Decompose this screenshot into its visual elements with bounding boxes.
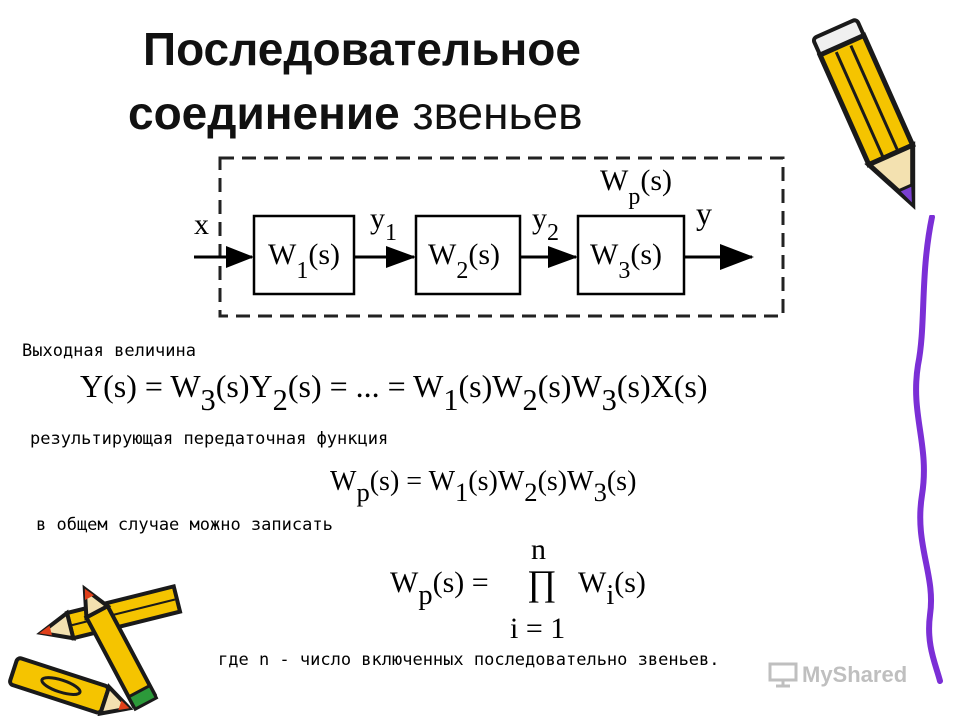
equation-resulting: Wp(s) = W1(s)W2(s)W3(s) [330,466,637,508]
signal-y1-label: y1 [370,202,397,246]
total-transfer-label: Wp(s) [600,164,672,210]
block-1-label: W1(s) [268,238,340,284]
dashed-frame [218,156,785,318]
product-lower-limit: i = 1 [510,612,566,645]
resulting-transfer-label: результирующая передаточная функция [30,429,389,449]
pencil-top-right-icon [811,18,916,210]
watermark-text: MyShared [802,662,908,687]
block-2 [414,214,522,296]
pencils-bottom-left-icon [8,583,183,716]
purple-border-line [913,215,943,684]
output-arrow [720,244,754,270]
general-case-label: в общем случае можно записать [36,515,333,535]
block-1 [252,214,356,296]
input-label: x [194,208,209,241]
block-2-label: W2(s) [428,238,500,284]
equation-output: Y(s) = W3(s)Y2(s) = ... = W1(s)W2(s)W3(s… [80,368,708,417]
equation-product-lhs: Wp(s) = [390,566,489,611]
signal-y2-label: y2 [532,202,559,246]
block-3 [576,214,686,296]
output-quantity-label: Выходная величина [22,341,196,361]
block-3-label: W3(s) [590,238,662,284]
slide-title-line1: Последовательное [143,23,581,75]
watermark-logo: MyShared [768,662,907,688]
block-diagram: x W1(s) y1 W2(s) y2 W3(s) y Wp(s) [194,156,785,318]
slide-title-line2: соединение звеньев [128,86,583,140]
product-operator: ∏ [527,563,557,603]
link-2-3-arrow [548,246,578,268]
output-label: y [696,195,712,231]
input-arrow [226,246,254,268]
product-upper-limit: n [531,533,546,566]
block-1-sub: 1 [296,258,308,284]
block-3-sub: 3 [618,258,630,284]
slide-title-bold-word: соединение [128,87,400,139]
presentation-icon [768,662,798,688]
footnote-text: где n - число включенных последовательно… [218,650,720,670]
slide-title-rest: звеньев [399,87,583,139]
link-1-2-arrow [386,246,416,268]
block-2-sub: 2 [456,258,468,284]
equation-product-term: Wi(s) [578,566,646,611]
